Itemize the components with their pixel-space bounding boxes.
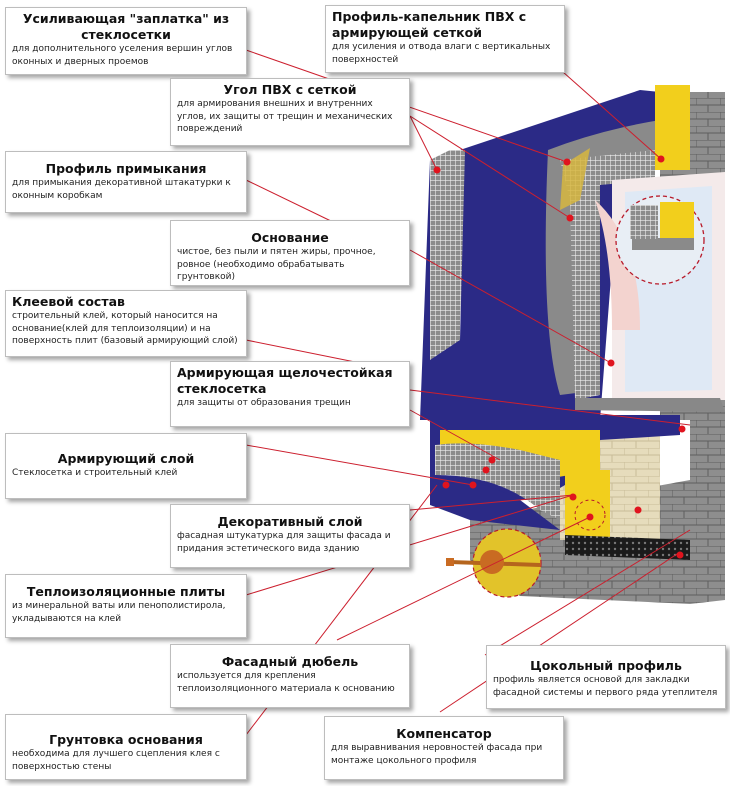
label-dowel: Фасадный дюбель используется для креплен… [170,644,410,708]
label-desc: для защиты от образования трещин [177,398,351,408]
label-desc: для усиления и отвода влаги с вертикальн… [332,42,551,65]
label-title: Клеевой состав [12,294,125,309]
label-desc: для армирования внешних и внутренних угл… [177,99,393,134]
label-title: Усиливающая "заплатка" из стеклосетки [22,11,230,42]
dowel-target-circle [574,499,606,531]
label-base: Основание чистое, без пыли и пятен жиры,… [170,220,410,286]
insulation-top [655,85,690,170]
label-title: Профиль-капельник ПВХ с армирующей сетко… [332,9,527,40]
label-desc: фасадная штукатурка для защиты фасада и … [177,531,391,554]
label-patch: Усиливающая "заплатка" из стеклосетки дл… [5,7,247,75]
label-title: Теплоизоляционные плиты [26,584,226,599]
label-desc: Стеклосетка и строительный клей [12,468,178,478]
edge-mesh [430,150,465,360]
label-desc: необходима для лучшего сцепления клея с … [12,749,220,772]
label-reinforce: Армирующий слой Стеклосетка и строительн… [5,433,247,499]
label-corner: Угол ПВХ с сеткой для армирования внешни… [170,78,410,146]
label-title: Основание [251,230,329,245]
label-desc: чистое, без пыли и пятен жиры, прочное, … [177,247,376,282]
label-adhesive: Клеевой состав строительный клей, которы… [5,290,247,357]
label-desc: из минеральной ваты или пенополистирола,… [12,601,226,624]
label-title: Армирующий слой [57,451,195,466]
label-desc: для выравнивания неровностей фасада при … [331,743,543,766]
label-desc: строительный клей, который наносится на … [12,311,238,346]
dowel-detail-circle [446,528,542,598]
label-title: Профиль примыкания [45,161,207,176]
label-compensator: Компенсатор для выравнивания неровностей… [324,716,564,780]
label-drip: Профиль-капельник ПВХ с армирующей сетко… [325,5,565,73]
label-desc: для примыкания декоративной штакатурки к… [12,178,231,201]
label-title: Цокольный профиль [530,658,682,673]
window-sill [575,398,725,412]
label-desc: профиль является основой для закладки фа… [493,675,718,698]
label-title: Компенсатор [396,726,492,741]
label-abutment: Профиль примыкания для примыкания декора… [5,151,247,213]
label-title: Декоративный слой [217,514,363,529]
label-title: Армирующая щелочестойкая стеклосетка [177,365,393,396]
label-title: Грунтовка основания [49,732,203,747]
label-desc: используется для крепления теплоизоляцио… [177,671,395,694]
label-title: Угол ПВХ с сеткой [223,82,357,97]
label-mesh: Армирующая щелочестойкая стеклосетка для… [170,361,410,427]
detail-circle-profile [615,195,705,285]
label-desc: для дополнительного уселения вершин угло… [12,44,233,67]
label-decor: Декоративный слой фасадная штукатурка дл… [170,504,410,568]
label-primer: Грунтовка основания необходима для лучше… [5,714,247,780]
label-title: Фасадный дюбель [221,654,359,669]
label-insulation: Теплоизоляционные плиты из минеральной в… [5,574,247,638]
label-plinth: Цокольный профиль профиль является основ… [486,645,726,709]
